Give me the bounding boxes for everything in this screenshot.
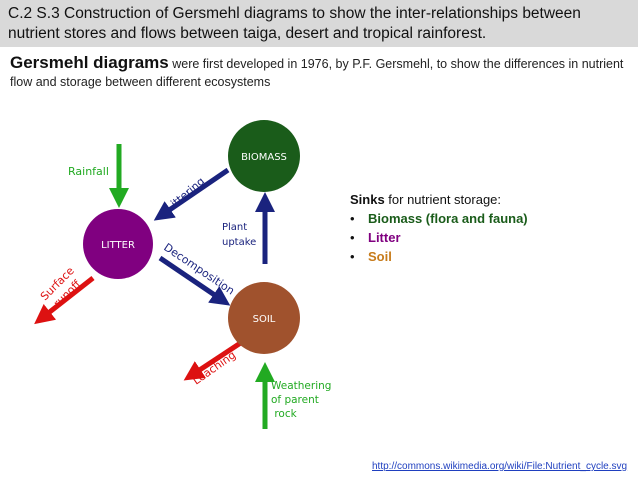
weathering-label-1: Weathering — [271, 380, 331, 392]
intro-paragraph: Gersmehl diagrams were first developed i… — [10, 54, 630, 91]
plant-uptake-label-2: uptake — [222, 237, 256, 248]
soil-label: SOIL — [253, 314, 276, 325]
surface-runoff-arrow — [34, 276, 95, 325]
source-link[interactable]: http://commons.wikimedia.org/wiki/File:N… — [372, 461, 628, 472]
page-header: C.2 S.3 Construction of Gersmehl diagram… — [0, 0, 638, 47]
littering-label: Littering — [164, 175, 208, 215]
sinks-list: •Biomass (flora and fauna) •Litter •Soil — [350, 209, 528, 266]
weathering-label-3: rock — [271, 408, 298, 420]
sink-item-label: Biomass (flora and fauna) — [368, 211, 528, 226]
sink-item-label: Litter — [368, 230, 401, 245]
sink-item-litter: •Litter — [350, 230, 401, 245]
litter-store — [83, 209, 153, 279]
leaching-arrow — [183, 339, 244, 381]
biomass-store — [228, 120, 300, 192]
soil-store — [228, 282, 300, 354]
littering-arrow — [153, 167, 230, 221]
decomposition-arrow — [158, 255, 231, 306]
sinks-heading: Sinks for nutrient storage: — [350, 190, 528, 209]
sinks-heading-rest: for nutrient storage: — [384, 192, 502, 207]
sink-item-soil: •Soil — [350, 249, 392, 264]
sinks-heading-strong: Sinks — [350, 192, 385, 207]
sink-item-label: Soil — [368, 249, 392, 264]
leaching-label: Leaching — [190, 348, 238, 387]
gersmehl-diagram: Rainfall Littering Plant uptake Decompos… — [34, 120, 331, 429]
litter-label: LITTER — [101, 240, 135, 251]
header-title: C.2 S.3 Construction of Gersmehl diagram… — [8, 5, 581, 42]
sink-item-biomass: •Biomass (flora and fauna) — [350, 211, 528, 226]
intro-rest: were first developed in 1976, by P.F. Ge… — [10, 57, 624, 89]
weathering-label-2: of parent — [271, 394, 319, 406]
biomass-label: BIOMASS — [241, 152, 287, 163]
rainfall-label: Rainfall — [68, 165, 109, 178]
plant-uptake-label-1: Plant — [222, 222, 247, 233]
sinks-panel: Sinks for nutrient storage: •Biomass (fl… — [350, 190, 528, 266]
intro-strong: Gersmehl diagrams — [10, 53, 169, 72]
